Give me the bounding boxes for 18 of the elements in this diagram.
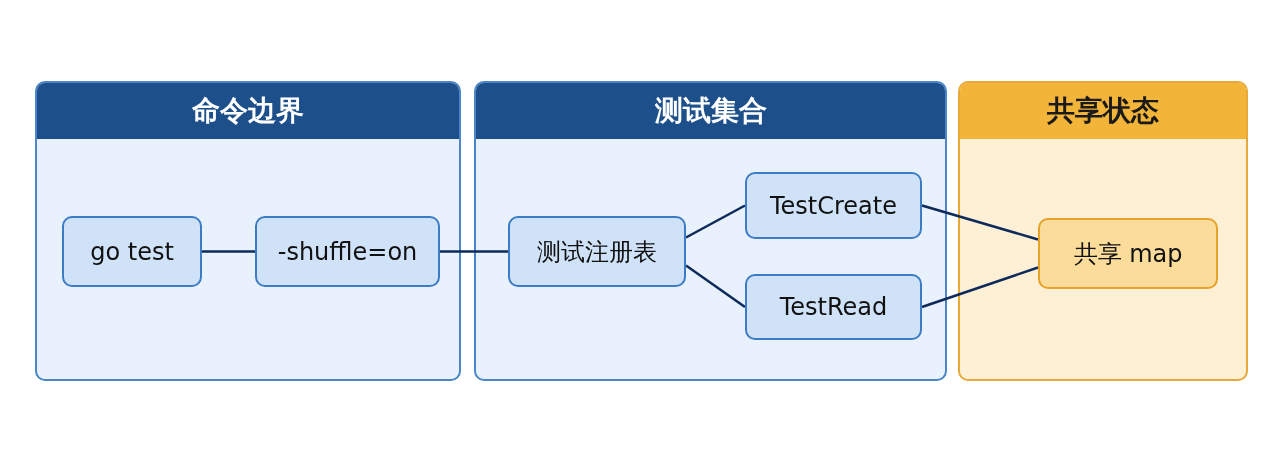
process-box: 测试注册表 [508, 216, 686, 287]
panel-header: 测试集合 [476, 83, 945, 139]
panel [474, 81, 947, 381]
panel-header: 共享状态 [960, 83, 1246, 139]
connector-line [685, 264, 746, 309]
connector-line [202, 250, 255, 253]
process-box: TestRead [745, 274, 922, 340]
connector-line [921, 204, 1039, 241]
process-box: 共享 map [1038, 218, 1218, 289]
panel [958, 81, 1248, 381]
connector-line [685, 204, 746, 239]
panel [35, 81, 461, 381]
process-box: -shuffle=on [255, 216, 440, 287]
connector-line [440, 250, 508, 253]
connector-line [921, 266, 1039, 309]
process-box: TestCreate [745, 172, 922, 239]
panel-header: 命令边界 [37, 83, 459, 139]
process-box: go test [62, 216, 202, 287]
